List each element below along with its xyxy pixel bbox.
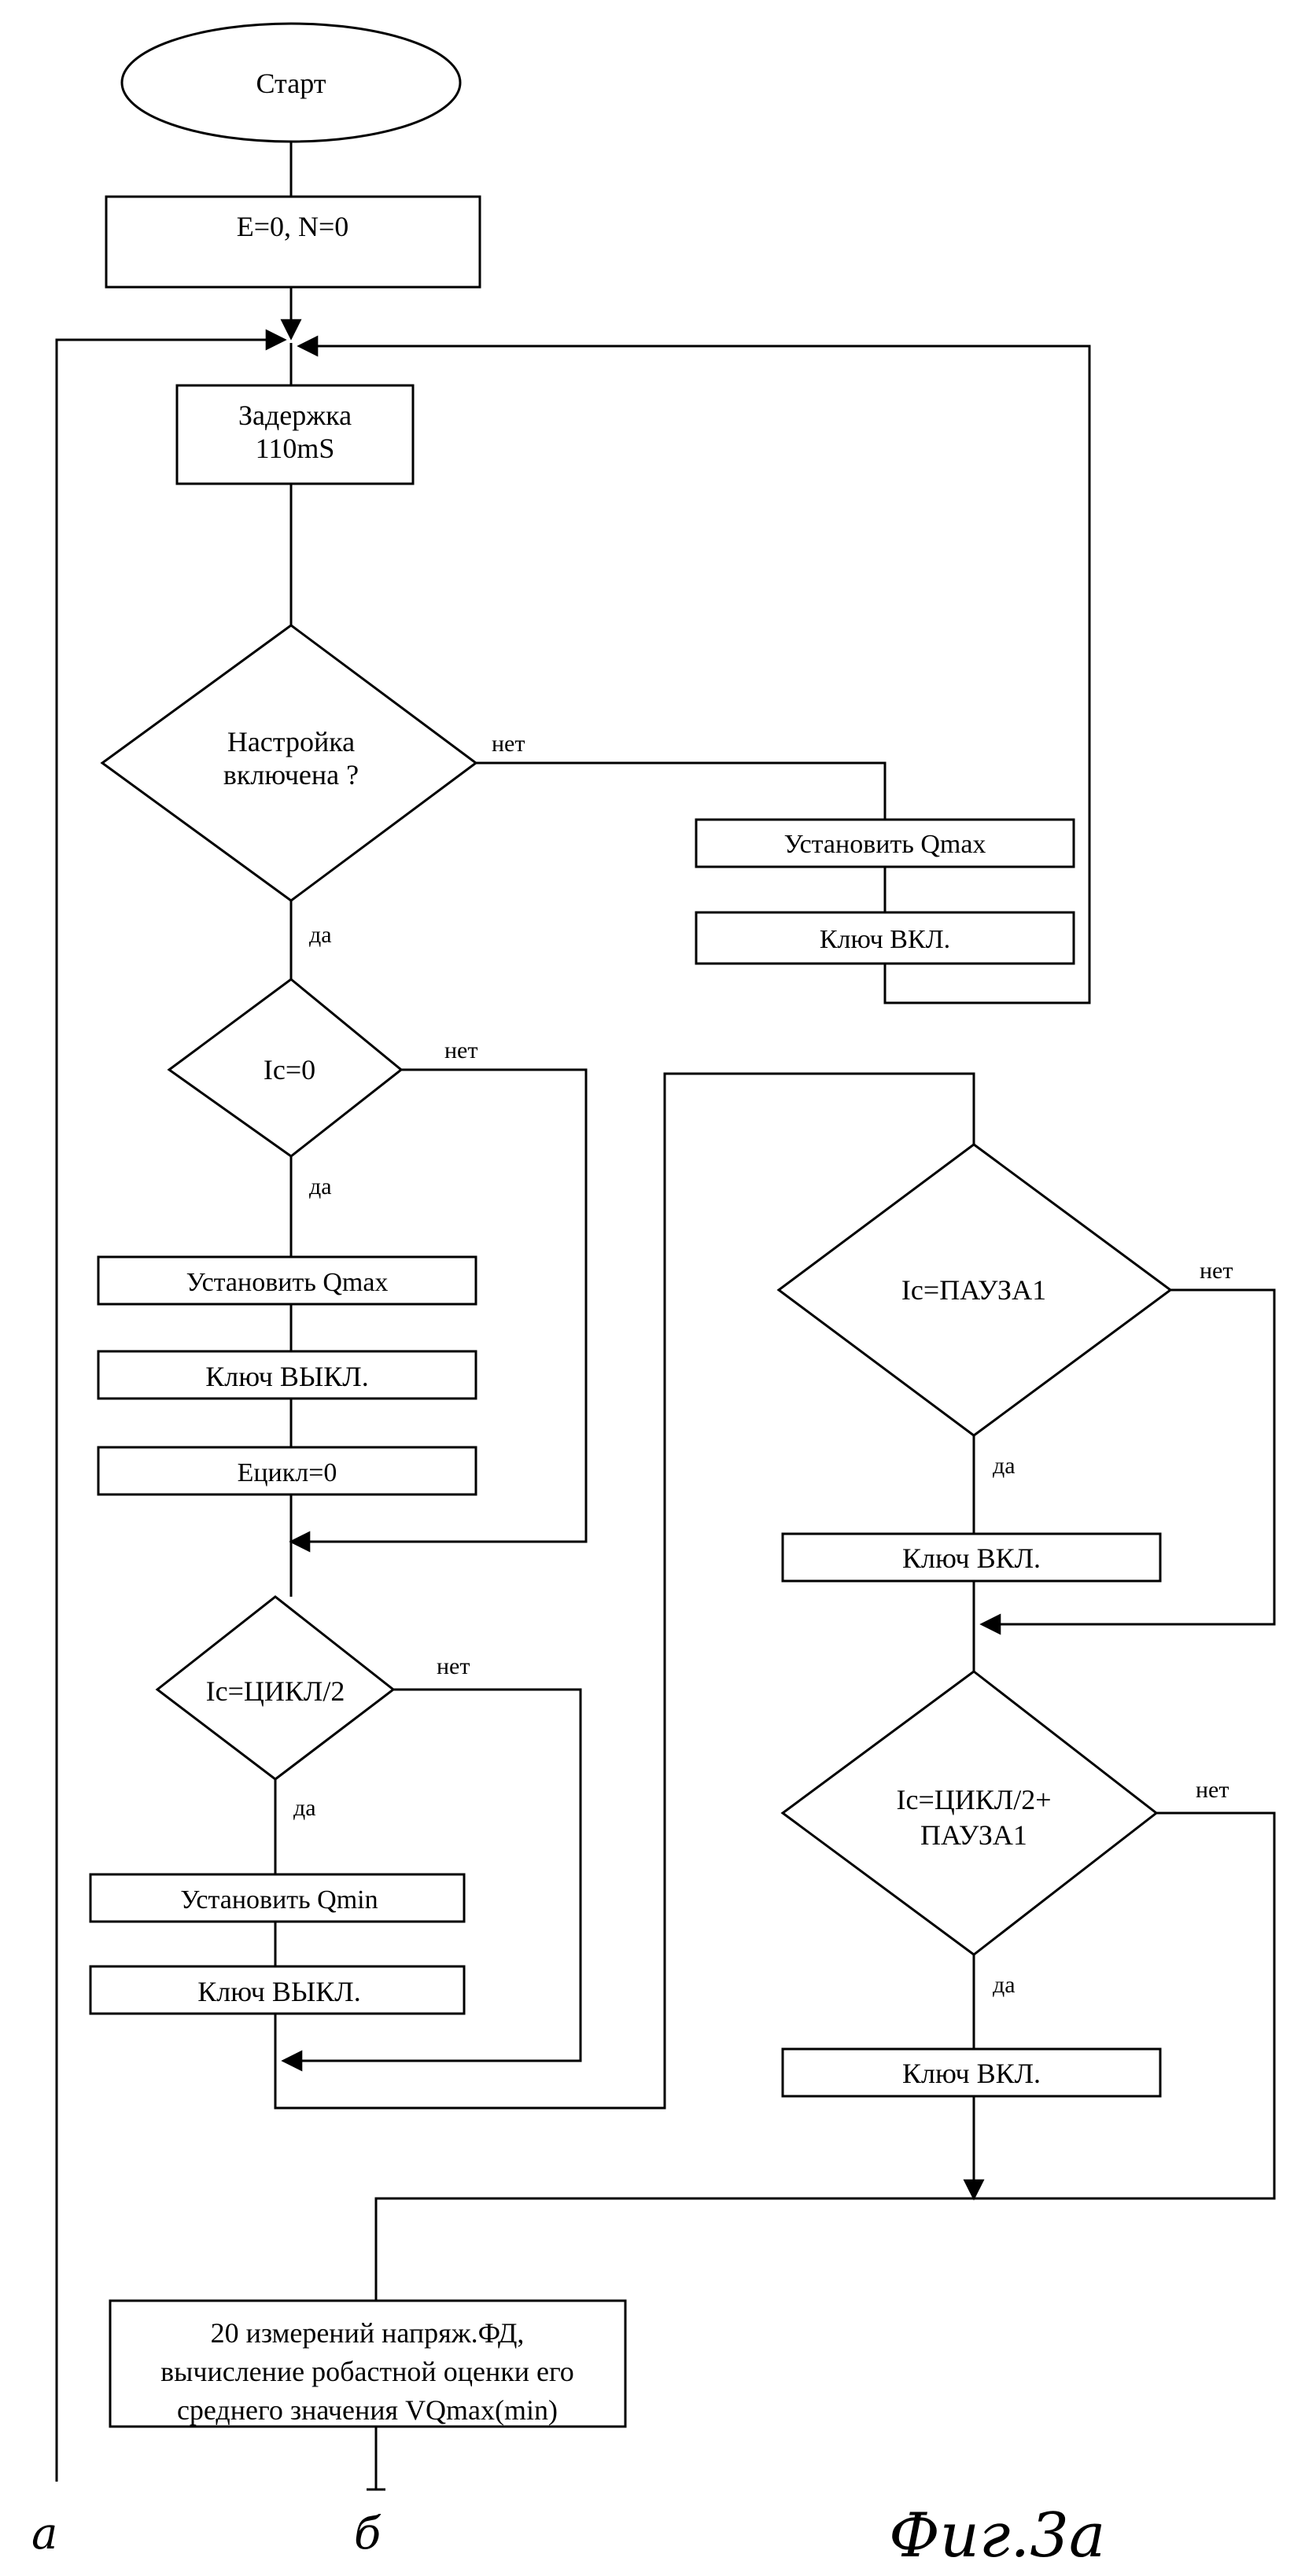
right-set-qmax-block [695,818,1075,868]
shapes [89,22,1173,2428]
delay-label-2: 110mS [256,433,335,464]
measure-block [109,2299,627,2428]
ic-pause-yes-label: да [993,1453,1016,1479]
tuning-no-label: нет [492,731,525,757]
labels: Старт E=0, N=0 Задержка 110mS Настройка … [31,68,1233,2571]
measure-label-1: 20 измерений напряж.ФД, [211,2317,525,2349]
tuning-label-2: включена ? [223,759,359,790]
measure-label-3: среднего значения VQmax(min) [177,2394,558,2426]
right-key-on-label: Ключ ВКЛ. [820,925,950,954]
ic-half-pause-label-1: Ic=ЦИКЛ/2+ [897,1784,1052,1815]
connector-b-label: б [354,2508,382,2559]
delay-block [175,384,415,485]
key-on-block-3 [781,2047,1162,2098]
key-off-label-2: Ключ ВЫКЛ. [197,1976,360,2007]
ic-zero-label: Ic=0 [264,1054,315,1085]
key-off-block-1 [97,1350,477,1400]
decision-ic-half [155,1595,396,1781]
measure-label-2: вычисление робастной оценки его [160,2356,574,2387]
ic-half-yes-label: да [293,1795,316,1821]
e-cycle-block [97,1446,477,1496]
ic-pause-label: Ic=ПАУЗА1 [901,1274,1046,1306]
start-terminal [120,22,462,143]
e-cycle-label: Ецикл=0 [238,1458,337,1487]
connector-a-label: а [31,2508,57,2559]
ic-half-label: Ic=ЦИКЛ/2 [206,1675,345,1707]
key-on-label-3: Ключ ВКЛ. [902,2058,1041,2089]
ic-zero-yes-label: да [309,1174,332,1200]
ic-zero-no-label: нет [444,1037,477,1063]
ic-half-no-label: нет [437,1653,470,1679]
ic-pause-no-label: нет [1200,1258,1233,1284]
key-on-label-2: Ключ ВКЛ. [902,1542,1041,1574]
set-qmin-label: Установить Qmin [180,1885,378,1914]
decision-ic-zero [167,978,404,1158]
decision-tuning [100,624,478,902]
init-block [105,195,481,289]
tuning-label-1: Настройка [227,726,355,757]
decision-ic-half-pause [780,1670,1159,1956]
key-on-block-2 [781,1532,1162,1583]
tuning-yes-label: да [309,922,332,948]
right-set-qmax-label: Установить Qmax [784,830,986,859]
set-qmax-label: Установить Qmax [186,1268,389,1297]
delay-label-1: Задержка [238,400,352,431]
set-qmin-block [89,1873,466,1923]
init-label: E=0, N=0 [237,211,349,242]
key-off-label-1: Ключ ВЫКЛ. [205,1361,368,1392]
right-key-on-block [695,911,1075,965]
ic-half-pause-no-label: нет [1196,1777,1229,1803]
ic-half-pause-yes-label: да [993,1972,1016,1998]
set-qmax-block [97,1255,477,1306]
figure-label: Фиг.3а [889,2500,1105,2571]
connector-lines [55,142,1276,2491]
key-off-block-2 [89,1965,466,2015]
start-label: Старт [256,68,326,99]
decision-ic-pause [776,1143,1173,1437]
ic-half-pause-label-2: ПАУЗА1 [920,1819,1027,1851]
